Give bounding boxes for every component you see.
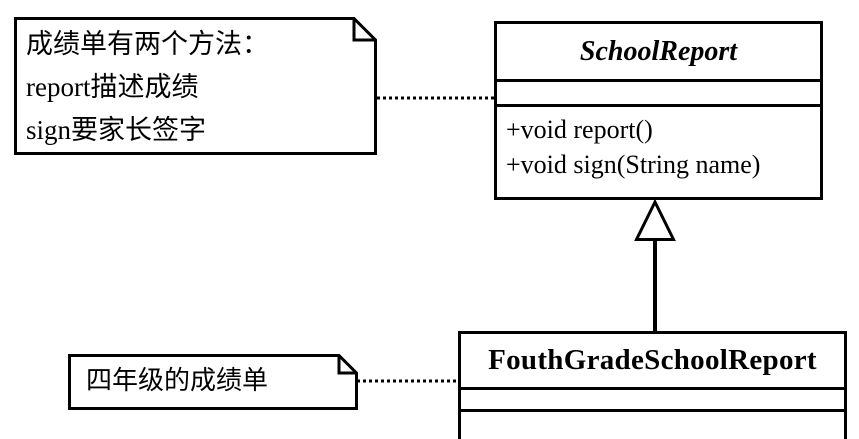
class-methods-compartment-fouthgradeschoolreport — [461, 409, 844, 436]
note-anchor-line-fouthgradeschoolreport — [357, 379, 460, 383]
note-anchor-line-schoolreport — [377, 96, 496, 100]
class-name-compartment-fouthgradeschoolreport: FouthGradeSchoolReport — [461, 334, 844, 387]
note-schoolreport-methods-text: 成绩单有两个方法： report描述成绩 sign要家长签字 — [26, 29, 269, 145]
class-methods-schoolreport: +void report() +void sign(String name) — [506, 115, 761, 179]
class-title-fouthgradeschoolreport: FouthGradeSchoolReport — [488, 344, 817, 376]
note-shape-folded-corner-icon — [14, 17, 377, 155]
class-name-compartment-schoolreport: SchoolReport — [497, 24, 820, 79]
note-schoolreport-methods[interactable]: 成绩单有两个方法： report描述成绩 sign要家长签字 — [14, 17, 377, 155]
generalization-arrow-icon[interactable] — [630, 199, 680, 333]
note-shape-folded-corner-icon — [68, 354, 358, 410]
class-box-schoolreport[interactable]: SchoolReport +void report() +void sign(S… — [494, 21, 823, 200]
class-title-schoolreport: SchoolReport — [579, 36, 738, 67]
class-attributes-compartment-schoolreport — [497, 79, 820, 104]
note-fouthgrade-description-text: 四年级的成绩单 — [86, 366, 269, 395]
note-fouthgrade-description[interactable]: 四年级的成绩单 — [68, 354, 358, 410]
class-box-fouthgradeschoolreport[interactable]: FouthGradeSchoolReport — [458, 331, 847, 439]
class-attributes-schoolreport — [497, 82, 820, 87]
class-attributes-compartment-fouthgradeschoolreport — [461, 387, 844, 409]
class-methods-compartment-schoolreport: +void report() +void sign(String name) — [497, 104, 820, 197]
